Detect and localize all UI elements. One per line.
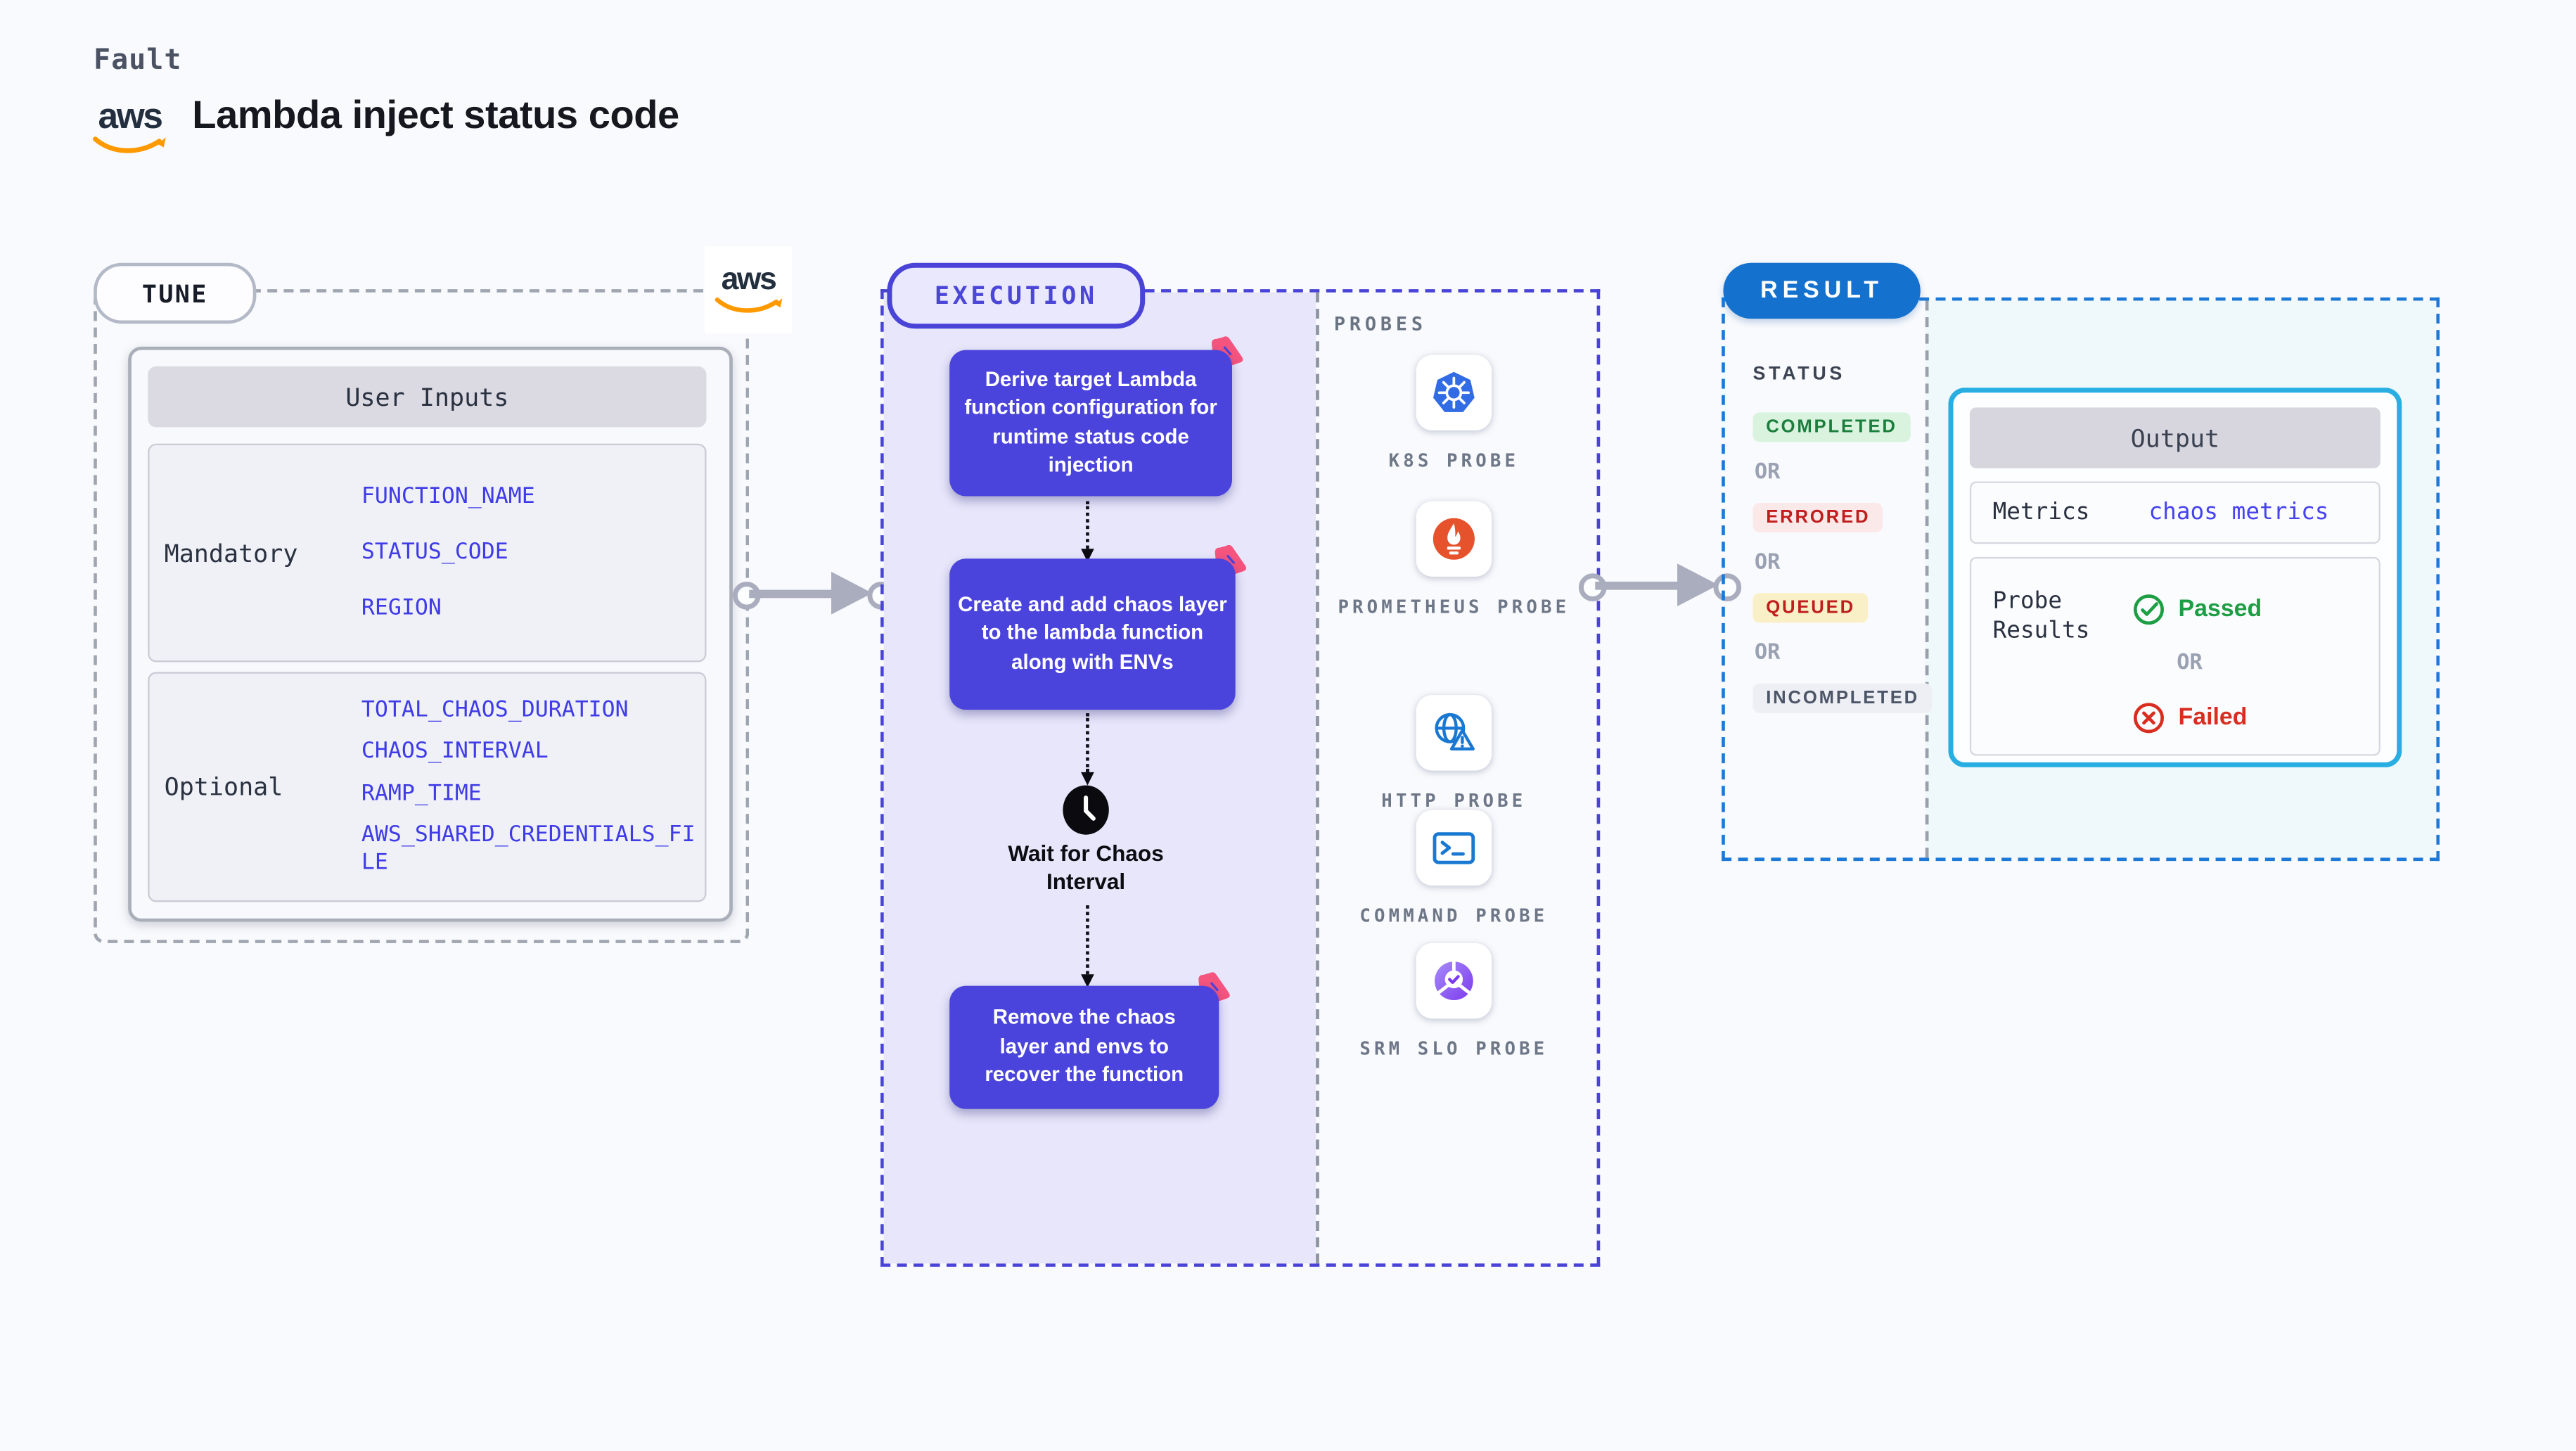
optional-label: Optional — [164, 772, 283, 802]
passed-label: Passed — [2178, 596, 2262, 623]
probes-title: PROBES — [1333, 312, 1427, 335]
or-separator: OR — [1754, 460, 1781, 485]
mandatory-label: Mandatory — [164, 538, 298, 568]
probe-card-http — [1416, 695, 1492, 771]
failed-result: Failed — [2132, 701, 2247, 734]
input-field-ramp_time: RAMP_TIME — [361, 779, 482, 806]
mandatory-row: Mandatory FUNCTION_NAME STATUS_CODE REGION — [148, 443, 707, 663]
status-title: STATUS — [1752, 364, 1846, 385]
status-list: COMPLETED OR ERRORED OR QUEUED OR INCOMPLETED — [1752, 412, 1933, 713]
arrow-end-dot — [1713, 573, 1742, 601]
probes-divider — [1316, 292, 1319, 1264]
arrow-head — [1677, 563, 1719, 606]
step-text: Create and add chaos layer to the lambda… — [949, 558, 1236, 710]
failed-label: Failed — [2178, 705, 2248, 731]
mandatory-fields: FUNCTION_NAME STATUS_CODE REGION — [361, 445, 705, 660]
aws-logo: aws — [92, 98, 167, 158]
check-circle-icon — [2133, 594, 2164, 625]
status-badge-queued: QUEUED — [1752, 593, 1869, 623]
kubernetes-icon — [1433, 371, 1475, 412]
x-circle-icon — [2133, 703, 2164, 734]
probe-card-command — [1416, 810, 1492, 886]
probe-label-k8s: K8S PROBE — [1388, 450, 1520, 472]
clock-icon — [1063, 785, 1109, 835]
aws-swoosh-icon — [714, 296, 782, 312]
flow-arrow-2 — [1081, 712, 1094, 786]
fault-kicker: Fault — [94, 44, 182, 77]
input-field-function_name: FUNCTION_NAME — [361, 482, 535, 510]
aws-logo-tune: aws — [705, 246, 792, 334]
aws-logo-small: aws — [714, 264, 783, 317]
tune-badge: TUNE — [94, 262, 257, 324]
probe-label-srm: SRM SLO PROBE — [1359, 1038, 1549, 1060]
metrics-row: Metrics chaos metrics — [1969, 481, 2380, 544]
optional-row: Optional TOTAL_CHAOS_DURATION CHAOS_INTER… — [148, 672, 707, 902]
arrow-head — [831, 571, 873, 615]
output-card: Output Metrics chaos metrics Probe Resul… — [1948, 388, 2402, 767]
step-remove-chaos-layer: Remove the chaos layer and envs to recov… — [949, 972, 1230, 1109]
probe-card-srm — [1416, 942, 1492, 1019]
probe-results-row: Probe Results Passed OR Failed — [1969, 556, 2380, 756]
status-column: STATUS COMPLETED OR ERRORED OR QUEUED OR INCOM… — [1752, 364, 1933, 713]
input-field-chaos_interval: CHAOS_INTERVAL — [361, 738, 549, 765]
output-title: Output — [1969, 407, 2380, 468]
user-inputs-card: User Inputs Mandatory FUNCTION_NAME STATU… — [128, 346, 733, 922]
input-field-status_code: STATUS_CODE — [361, 539, 508, 565]
passed-result: Passed — [2132, 593, 2262, 626]
probe-label-prometheus: PROMETHEUS PROBE — [1338, 596, 1570, 618]
execution-badge: EXECUTION — [887, 262, 1146, 329]
metrics-value: chaos metrics — [2148, 499, 2329, 526]
probe-label-command: COMMAND PROBE — [1359, 905, 1549, 927]
status-badge-incompleted: INCOMPLETED — [1752, 683, 1933, 713]
step-derive-config: Derive target Lambda function configurat… — [949, 336, 1243, 497]
aws-logo-text: aws — [98, 95, 162, 136]
step-text: Derive target Lambda function configurat… — [949, 350, 1232, 497]
result-divider — [1925, 300, 1929, 858]
flow-arrow-3 — [1081, 905, 1094, 987]
probe-card-prometheus — [1416, 501, 1492, 577]
step-text: Remove the chaos layer and envs to recov… — [949, 985, 1219, 1109]
or-separator: OR — [1754, 641, 1781, 666]
probe-card-k8s — [1416, 354, 1492, 431]
user-inputs-title: User Inputs — [148, 366, 707, 428]
probe-results-label: Probe Results — [1992, 588, 2090, 644]
slo-pie-check-icon — [1434, 961, 1473, 1000]
aws-swoosh-icon — [93, 136, 166, 153]
arrow-line — [1595, 581, 1688, 590]
step-add-chaos-layer: Create and add chaos layer to the lambda… — [949, 544, 1247, 710]
wait-for-chaos-label: Wait for Chaos Interval — [1008, 841, 1164, 894]
probe-label-http: HTTP PROBE — [1381, 790, 1527, 812]
input-field-total_chaos_duration: TOTAL_CHAOS_DURATION — [361, 696, 629, 724]
metrics-label: Metrics — [1992, 499, 2090, 526]
prometheus-icon — [1433, 518, 1475, 560]
optional-fields: TOTAL_CHAOS_DURATION CHAOS_INTERVAL RAMP_T… — [361, 674, 705, 900]
flow-arrow-1 — [1081, 501, 1094, 562]
status-badge-completed: COMPLETED — [1752, 412, 1911, 442]
page-title: Lambda inject status code — [192, 94, 679, 139]
or-separator: OR — [2177, 651, 2203, 676]
input-field-region: REGION — [361, 594, 442, 622]
tune-section — [94, 289, 750, 943]
terminal-icon — [1433, 832, 1475, 864]
http-globe-icon — [1435, 712, 1475, 751]
result-badge: RESULT — [1723, 262, 1921, 319]
input-field-aws_shared_credentials_file: AWS_SHARED_CREDENTIALS_FILE — [361, 821, 696, 876]
aws-logo-text: aws — [721, 262, 777, 297]
arrow-line — [749, 589, 842, 599]
or-separator: OR — [1754, 550, 1781, 575]
status-badge-errored: ERRORED — [1752, 502, 1884, 532]
